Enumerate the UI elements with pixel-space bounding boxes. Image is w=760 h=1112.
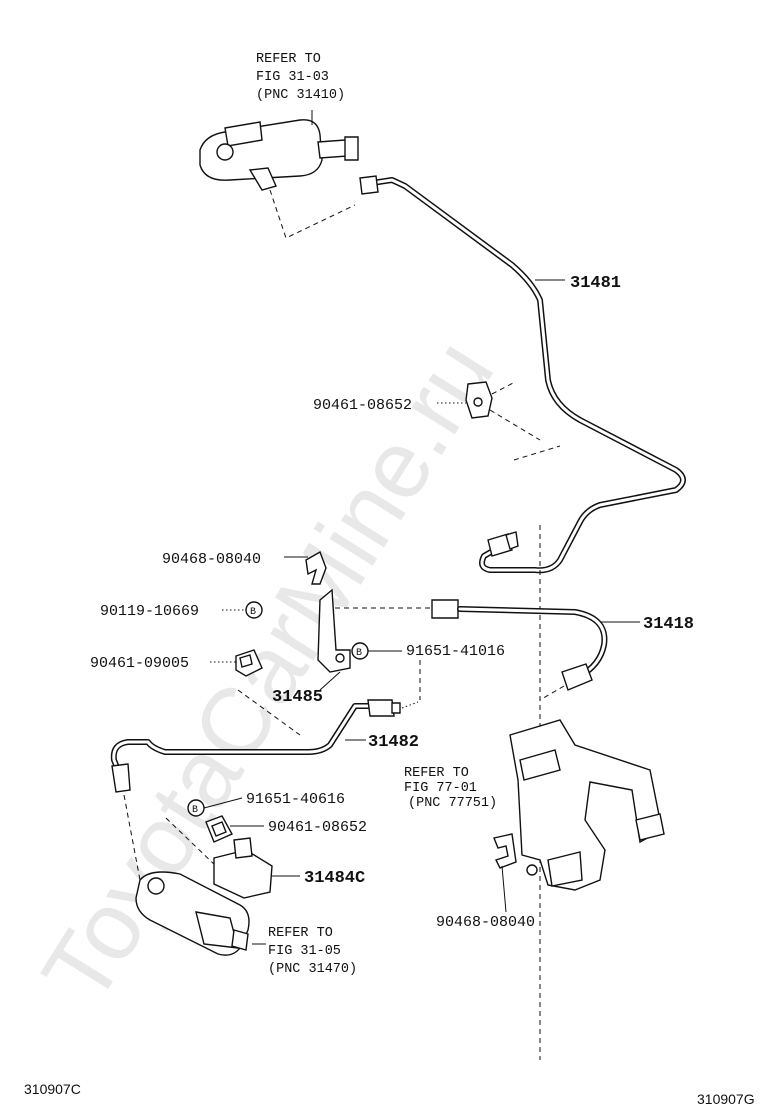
pipe-31482 [110, 699, 419, 793]
hose-31418 [431, 599, 608, 701]
footer-left-code: 310907C [24, 1081, 81, 1097]
bracket-31485 [317, 588, 351, 673]
ref-bracket: REFER TO FIG 77-01 (PNC 77751) [404, 766, 497, 811]
svg-text:FIG 31-05: FIG 31-05 [268, 944, 341, 959]
label-90461-09005: 90461-09005 [90, 655, 189, 672]
center-line-cyl [123, 794, 141, 881]
bolt-90119-10669: B [245, 601, 263, 619]
label-31482: 31482 [368, 733, 419, 752]
label-90461-08652-b: 90461-08652 [268, 819, 367, 836]
svg-text:REFER TO: REFER TO [268, 926, 333, 941]
clip-90468-08040-bottom [493, 833, 517, 869]
label-91651-40616: 91651-40616 [246, 791, 345, 808]
svg-text:FIG 77-01: FIG 77-01 [404, 781, 477, 796]
marker-b: B [192, 805, 198, 816]
svg-text:REFER TO: REFER TO [404, 766, 469, 781]
center-line-b [237, 689, 301, 736]
clip-90461-08652-bottom [205, 815, 233, 843]
label-31418: 31418 [643, 615, 694, 634]
svg-text:(PNC 31470): (PNC 31470) [268, 962, 357, 977]
label-91651-41016: 91651-41016 [406, 643, 505, 660]
label-31485: 31485 [272, 688, 323, 707]
svg-text:(PNC 31410): (PNC 31410) [256, 88, 345, 103]
label-31484c: 31484C [304, 869, 365, 888]
label-90119-10669: 90119-10669 [100, 603, 199, 620]
ref-bottom: REFER TO FIG 31-05 (PNC 31470) [268, 926, 357, 977]
label-90461-08652-a: 90461-08652 [313, 397, 412, 414]
marker-b: B [250, 607, 256, 618]
pipe-31481 [359, 175, 686, 574]
clip-90461-09005 [235, 649, 263, 677]
label-31481: 31481 [570, 274, 621, 293]
bolt-91651-40616: B [187, 799, 205, 817]
footer-right-code: 310907G [697, 1091, 755, 1107]
clip-90468-08040-top [305, 550, 327, 585]
center-line-clip2 [165, 817, 219, 869]
label-90468-08040-a: 90468-08040 [162, 551, 261, 568]
pedal-bracket-drawing [509, 719, 665, 891]
clip-90461-08652-top [465, 381, 561, 461]
master-cylinder-drawing [199, 119, 359, 239]
plate-31484c [213, 837, 273, 899]
marker-b: B [356, 648, 362, 659]
svg-text:FIG 31-03: FIG 31-03 [256, 70, 329, 85]
leader-lines [203, 110, 640, 945]
label-90468-08040-b: 90468-08040 [436, 914, 535, 931]
release-cylinder-drawing [135, 871, 250, 956]
svg-text:(PNC 77751): (PNC 77751) [408, 796, 497, 811]
bolt-91651-41016: B [351, 642, 369, 660]
ref-top: REFER TO FIG 31-03 (PNC 31410) [256, 52, 345, 103]
svg-text:REFER TO: REFER TO [256, 52, 321, 67]
